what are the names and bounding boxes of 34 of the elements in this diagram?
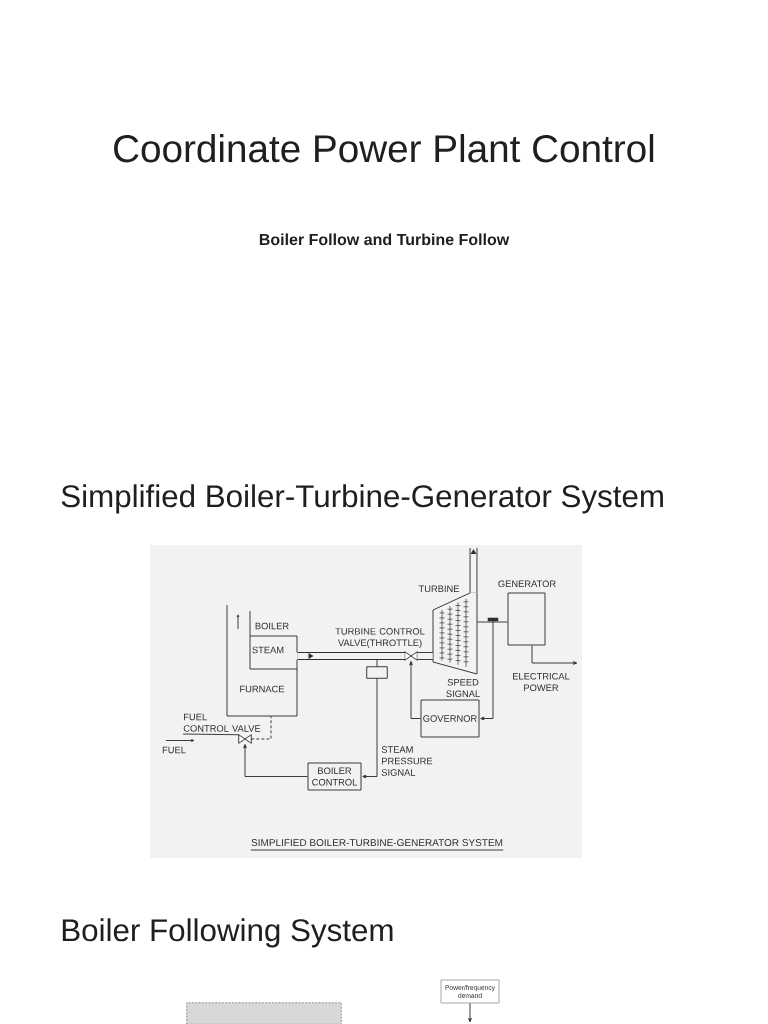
valve-label: FUEL CONTROL VALVE [183, 713, 261, 732]
generator-label: GENERATOR [498, 580, 556, 588]
power-arrow [531, 645, 578, 665]
valve-symbol [238, 734, 252, 744]
part-label: BOILER [255, 622, 289, 630]
dashed-line [250, 715, 272, 740]
exhaust-pipe [469, 548, 478, 593]
edge-label: SPEED SIGNAL [446, 679, 480, 698]
title: Coordinate Power Plant Control [114, 134, 654, 163]
control-box: BOILER CONTROL [307, 762, 362, 791]
edge-label: ELECTRICAL POWER [513, 673, 570, 692]
shaft-line [476, 621, 508, 623]
small-box [366, 659, 388, 679]
figure-caption: SIMPLIFIED BOILER-TURBINE-GENERATOR SYSTEM [250, 839, 504, 851]
turbine-label: TURBINE [418, 585, 460, 593]
signal-line [480, 620, 494, 721]
section-heading: Simplified Boiler-Turbine-Generator System [61, 484, 663, 514]
control-box: GOVERNOR [420, 699, 480, 738]
steam-pipe [417, 652, 433, 660]
part-label: FURNACE [240, 685, 285, 693]
pickup-mark [487, 617, 499, 622]
signal-line [243, 744, 308, 777]
part-label: STEAM [252, 646, 284, 654]
section-heading: Boiler Following System [62, 918, 393, 948]
fuel-line [182, 733, 240, 736]
signal-line [409, 661, 421, 719]
part-label: FUEL [162, 746, 186, 754]
arrow [468, 1002, 472, 1023]
steam-pipe [297, 652, 405, 660]
valve-label: TURBINE CONTROL VALVE(THROTTLE) [335, 628, 425, 648]
subtitle: Boiler Follow and Turbine Follow [259, 233, 510, 246]
edge-label: STEAM PRESSURE SIGNAL [381, 746, 433, 776]
shaded-box [186, 1002, 342, 1024]
signal-line [362, 677, 378, 779]
